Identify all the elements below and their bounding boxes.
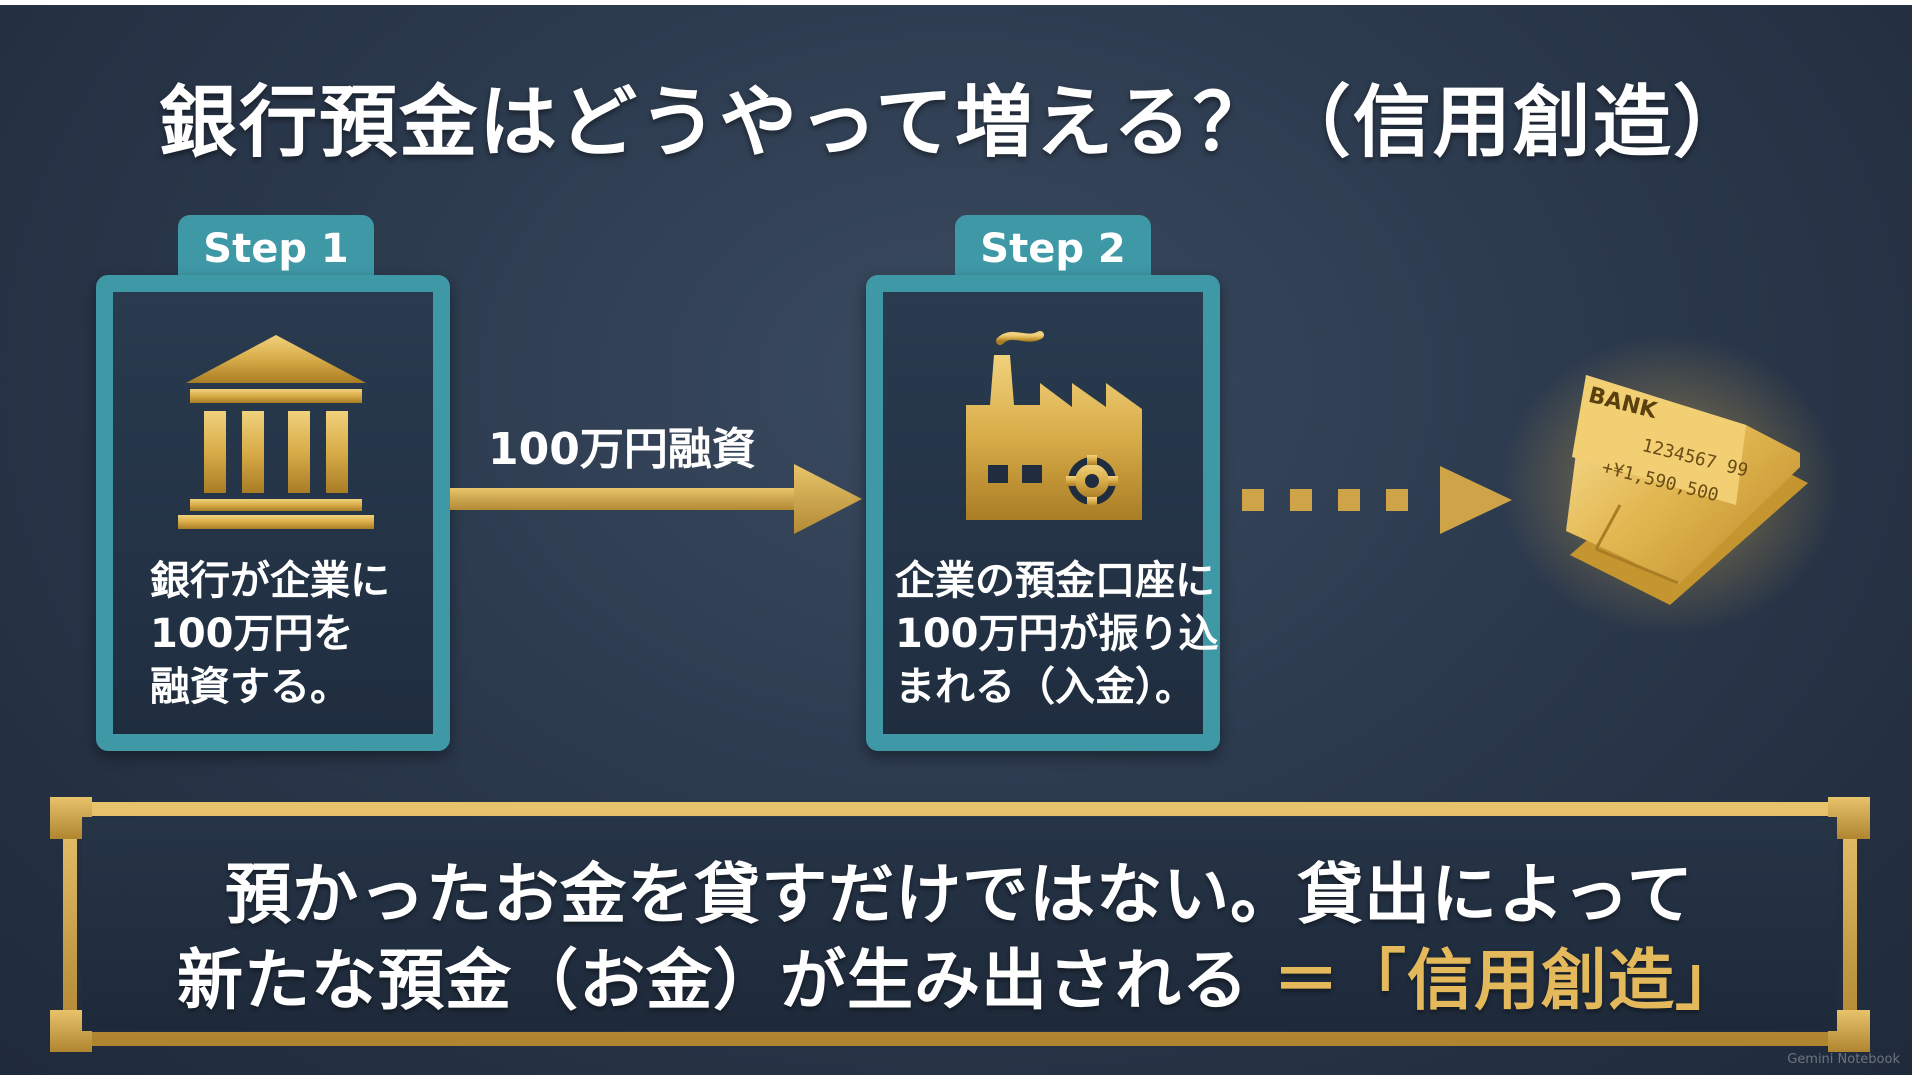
step-2-tab: Step 2 [955, 215, 1151, 279]
slide-title: 銀行預金はどうやって増える？（信用創造） [159, 78, 1753, 168]
step-2-text-line: 企業の預金口座に [895, 558, 1215, 604]
step-1-text-line: 100万円を [150, 611, 354, 657]
bank-building-icon [178, 335, 374, 529]
loan-arrow-label: 100万円融資 [488, 424, 756, 475]
summary-box [82, 817, 1837, 1031]
watermark: Gemini Notebook [1787, 1052, 1900, 1067]
step-2-text-line: まれる（入金）。 [895, 664, 1195, 710]
slide: 銀行預金はどうやって増える？（信用創造） Step 1 銀行が企業に 100万円… [0, 5, 1912, 1075]
step-2-card [866, 275, 1220, 751]
credit-creation-highlight: ＝「信用創造」 [1272, 942, 1742, 1019]
bank-passbook-icon [1500, 335, 1840, 635]
summary-line-2: 新たな預金（お金）が生み出される ＝「信用創造」 [82, 927, 1837, 1023]
solid-arrow-icon [450, 464, 862, 534]
summary-line-1: 預かったお金を貸すだけではない。貸出によって [225, 856, 1694, 933]
step-1-tab: Step 1 [178, 215, 374, 279]
dotted-arrow-icon [1242, 466, 1512, 534]
factory-icon [966, 331, 1142, 520]
step-1-text: 銀行が企業に 100万円を 融資する。 [150, 555, 390, 714]
step-1-text-line: 融資する。 [150, 664, 350, 710]
step-2-text-line: 100万円が振り込 [895, 611, 1219, 657]
step-1-text-line: 銀行が企業に [150, 558, 390, 604]
summary-line-2-text: 新たな預金（お金）が生み出される [177, 942, 1249, 1019]
step-2-text: 企業の預金口座に 100万円が振り込 まれる（入金）。 [895, 555, 1219, 714]
